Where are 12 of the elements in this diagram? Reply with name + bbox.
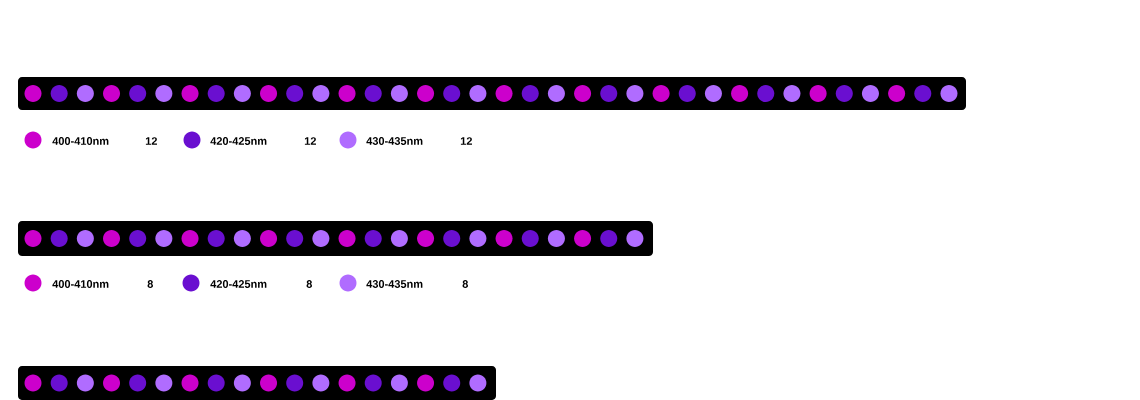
led-count: 12 xyxy=(460,137,472,145)
led-count: 8 xyxy=(462,280,468,288)
legend-label: 400-410nm xyxy=(52,137,109,145)
legend-label: 430-435nm xyxy=(366,280,423,288)
legend-label: 420-425nm xyxy=(210,280,267,288)
legend-label: 400-410nm xyxy=(52,280,109,288)
legend-label: 430-435nm xyxy=(366,137,423,145)
led-count: 8 xyxy=(147,280,153,288)
led-count: 12 xyxy=(304,137,316,145)
legend-label: 420-425nm xyxy=(210,137,267,145)
led-count: 8 xyxy=(306,280,312,288)
led-count: 12 xyxy=(145,137,157,145)
